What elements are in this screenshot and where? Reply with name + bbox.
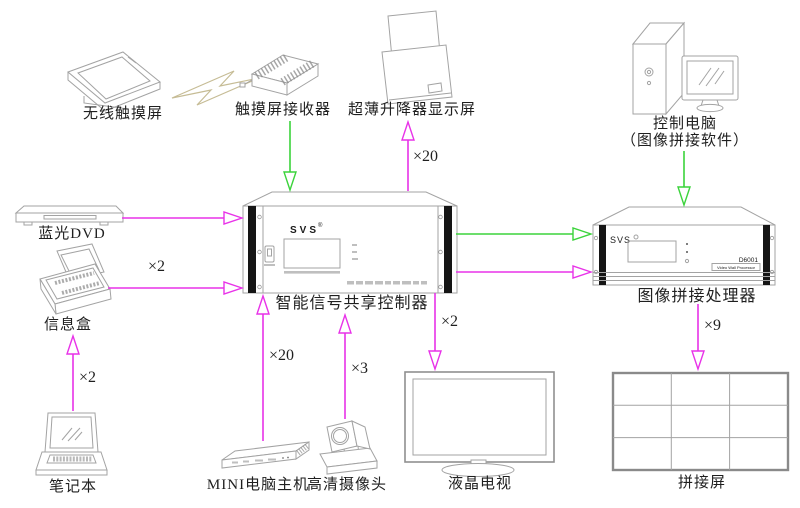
controller-brand-text: SVS <box>290 225 319 236</box>
label-control-computer: 控制电脑 <box>652 116 718 132</box>
arrow-laptop-to-infobox <box>66 333 80 411</box>
multiplier-lcd-tv: ×2 <box>441 313 459 330</box>
arrow-controller-to-processor-green <box>456 227 594 241</box>
label-control-computer-sub: （图像拼接软件） <box>620 133 750 149</box>
signal-controller-figure: SVS ® <box>242 191 458 294</box>
label-video-wall: 拼接屏 <box>677 475 727 491</box>
arrow-dvd-to-controller <box>122 211 245 225</box>
arrow-controller-to-processor-magenta <box>456 265 594 279</box>
processor-model-text: D6001 <box>739 257 759 264</box>
multiplier-hd-camera: ×3 <box>351 360 369 377</box>
label-bluray-dvd: 蓝光DVD <box>38 226 106 242</box>
label-controller: 智能信号共享控制器 <box>275 295 429 312</box>
controller-rear-ports <box>347 281 427 285</box>
wireless-signal-icon <box>171 70 260 106</box>
label-lcd-tv: 液晶电视 <box>447 476 513 492</box>
multiplier-mini-pc: ×20 <box>269 347 295 364</box>
laptop-figure <box>35 412 108 476</box>
label-processor: 图像拼接处理器 <box>637 288 757 305</box>
lift-display-figure <box>381 10 453 105</box>
arrow-camera-to-controller <box>338 312 352 419</box>
processor-model-subtext: Video Wall Processor <box>717 265 756 270</box>
controller-brand-mark: ® <box>318 222 323 229</box>
label-laptop: 笔记本 <box>48 479 98 495</box>
bluray-dvd-figure <box>14 205 125 226</box>
hd-camera-figure <box>319 420 378 475</box>
video-wall-figure <box>611 371 790 472</box>
arrow-controller-to-lift-display <box>401 119 415 191</box>
control-computer-figure <box>631 21 739 116</box>
arrow-controller-to-tv <box>428 293 442 372</box>
label-lift-display: 超薄升降器显示屏 <box>347 102 477 118</box>
mini-pc-figure <box>221 441 310 469</box>
label-mini-pc: MINI电脑主机 <box>206 477 310 493</box>
lcd-tv-figure <box>404 371 555 477</box>
label-wireless-touchscreen: 无线触摸屏 <box>82 106 164 122</box>
arrow-minipc-to-controller <box>256 293 270 441</box>
label-hd-camera: 高清摄像头 <box>306 477 388 493</box>
video-wall-processor-figure: SVS D6001 Video Wall Processor <box>592 206 776 286</box>
multiplier-video-wall: ×9 <box>704 317 722 334</box>
multiplier-info-box: ×2 <box>148 258 166 275</box>
arrow-infobox-to-controller <box>108 281 245 295</box>
multiplier-lift-display: ×20 <box>413 148 439 165</box>
arrow-processor-to-wall <box>691 304 705 372</box>
arrow-computer-to-processor <box>677 151 691 208</box>
touchscreen-receiver-figure <box>239 53 320 96</box>
wireless-touchscreen-figure <box>67 51 161 112</box>
processor-brand-text: SVS <box>610 235 631 245</box>
arrow-receiver-to-controller <box>283 121 297 193</box>
label-touchscreen-receiver: 触摸屏接收器 <box>234 102 332 118</box>
info-box-figure <box>39 243 112 315</box>
label-info-box: 信息盒 <box>43 317 93 333</box>
multiplier-laptop: ×2 <box>79 369 97 386</box>
